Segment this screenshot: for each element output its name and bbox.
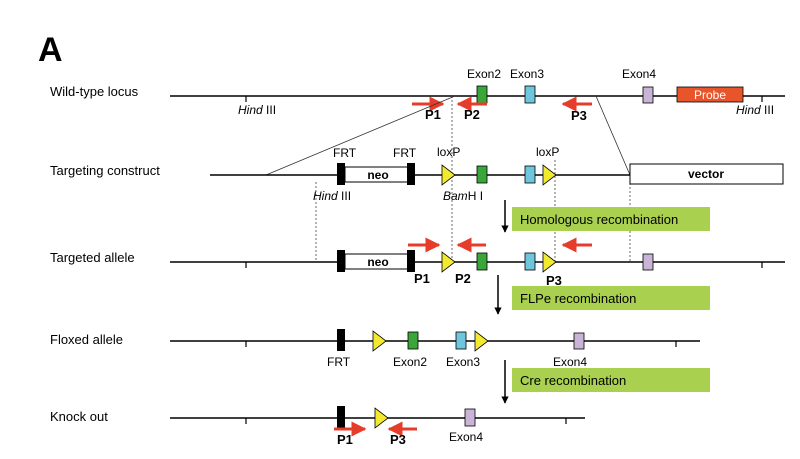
frt-site [337, 329, 345, 351]
step-box [512, 368, 710, 392]
exon2-label: Exon2 [467, 67, 501, 81]
exon3-block [524, 85, 536, 104]
row-label-knock-out: Knock out [50, 409, 108, 424]
frt-site [407, 250, 415, 272]
step-box [512, 286, 710, 310]
exon3-label: Exon3 [446, 355, 480, 369]
targeted-allele: neo P1 P2 P3 [170, 237, 785, 288]
primer-p1-label: P1 [425, 107, 441, 122]
exon4-block [464, 408, 476, 427]
exon2-block [476, 165, 488, 184]
primer-p2-label: P2 [455, 271, 471, 286]
exon2-block [476, 252, 488, 271]
step-flpe-recombination: FLPe recombination [494, 275, 710, 315]
exon4-label: Exon4 [553, 355, 587, 369]
floxed-allele: FRT Exon2 Exon3 Exon4 [170, 329, 700, 369]
exon3-block [455, 331, 467, 350]
step-label: Cre recombination [520, 373, 626, 388]
exon4-block [642, 253, 654, 271]
exon2-block [476, 85, 488, 104]
row-label-targeted-allele: Targeted allele [50, 250, 135, 265]
exon4-label: Exon4 [449, 430, 483, 444]
hind-iii-label: Hind III [313, 189, 351, 203]
loxp-label: loxP [437, 145, 460, 159]
primer-p1-label: P1 [414, 271, 430, 286]
row-label-wild-type: Wild-type locus [50, 84, 139, 99]
loxp-site [542, 164, 557, 186]
exon4-label: Exon4 [622, 67, 656, 81]
step-box [512, 207, 710, 231]
frt-label: FRT [327, 355, 351, 369]
loxp-label: loxP [536, 145, 559, 159]
loxp-site [441, 251, 456, 273]
step-label: Homologous recombination [520, 212, 678, 227]
hind-iii-label-right: Hind III [736, 103, 774, 117]
primer-p3-label: P3 [546, 273, 562, 288]
primer-p2-label: P2 [464, 107, 480, 122]
probe-box [676, 86, 744, 103]
exon3-label: Exon3 [510, 67, 544, 81]
primer-p3-label: P3 [390, 432, 406, 447]
exon4-block [642, 86, 654, 104]
loxp-site [372, 330, 387, 352]
exon4-block [573, 332, 585, 350]
homology-lines [265, 95, 631, 176]
vector-label: vector [688, 167, 724, 181]
probe-label: Probe [694, 88, 726, 102]
frt-site [337, 163, 345, 185]
row-label-floxed-allele: Floxed allele [50, 332, 123, 347]
knockout-allele: P1 P3 Exon4 [170, 406, 585, 447]
vector-box [629, 163, 784, 185]
hind-iii-label-left: Hind III [238, 103, 276, 117]
primer-p3-label: P3 [571, 108, 587, 123]
step-label: FLPe recombination [520, 291, 636, 306]
frt-label: FRT [333, 146, 357, 160]
loxp-site [474, 330, 489, 352]
exon2-block [407, 331, 419, 350]
exon3-block [524, 252, 536, 271]
neo-label: neo [367, 255, 388, 269]
loxp-site [441, 164, 456, 186]
neo-label: neo [367, 168, 388, 182]
frt-site [407, 163, 415, 185]
alignment-guides [315, 96, 631, 262]
loxp-site [374, 407, 389, 429]
row-label-targeting-construct: Targeting construct [50, 163, 160, 178]
wild-type-locus: Probe Exon2 Exon3 Exon4 Hind III Hind II… [170, 67, 785, 123]
loxp-site [542, 251, 557, 273]
panel-label: A [38, 31, 63, 69]
primer-p1-label: P1 [337, 432, 353, 447]
targeting-construct: vector neo FRT FRT loxP loxP Hind III Ba… [210, 145, 784, 203]
step-homologous-recombination: Homologous recombination [501, 200, 710, 233]
bamh-i-label: BamH I [443, 189, 483, 203]
step-cre-recombination: Cre recombination [501, 360, 710, 404]
frt-label: FRT [393, 146, 417, 160]
exon2-label: Exon2 [393, 355, 427, 369]
frt-site [337, 406, 345, 428]
frt-site [337, 250, 345, 272]
exon3-block [524, 165, 536, 184]
